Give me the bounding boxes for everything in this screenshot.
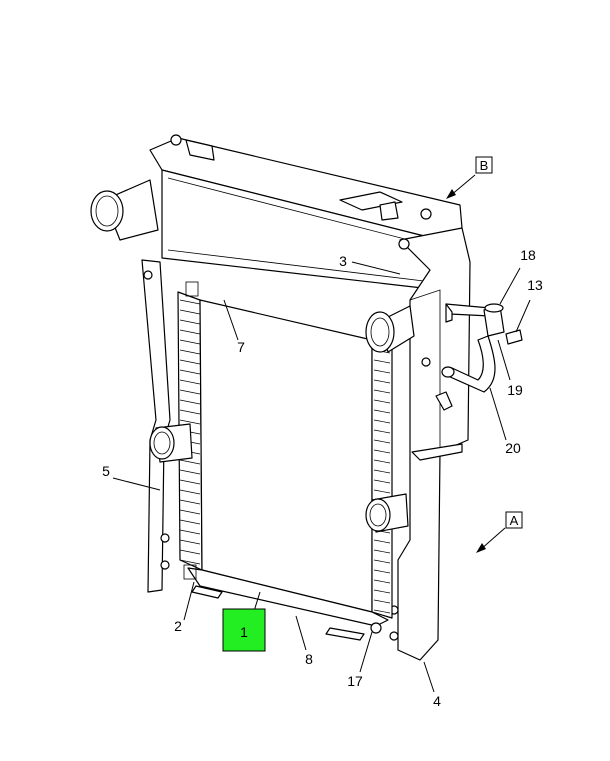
view-marker-b: B <box>475 156 493 174</box>
callout-2: 2 <box>174 618 182 634</box>
callout-19: 19 <box>507 382 523 398</box>
overflow-hose-assembly <box>435 303 523 411</box>
view-marker-b-label: B <box>480 158 489 173</box>
view-marker-a-label: A <box>510 513 519 528</box>
radiator-core <box>177 281 393 641</box>
highlight-box <box>222 608 266 652</box>
callout-17: 17 <box>347 673 363 689</box>
radiator-frame <box>141 134 471 661</box>
callout-1: 1 <box>240 624 248 640</box>
leader-lines <box>112 174 531 693</box>
callout-5: 5 <box>102 463 110 479</box>
callout-7: 7 <box>237 339 245 355</box>
callout-20: 20 <box>505 440 521 456</box>
callout-13: 13 <box>527 277 543 293</box>
callout-3: 3 <box>339 253 347 269</box>
view-marker-a: A <box>505 511 523 529</box>
callout-8: 8 <box>305 651 313 667</box>
callout-18: 18 <box>520 247 536 263</box>
drain-cock <box>370 622 382 634</box>
hose-necks <box>90 179 415 533</box>
callout-4: 4 <box>433 693 441 709</box>
